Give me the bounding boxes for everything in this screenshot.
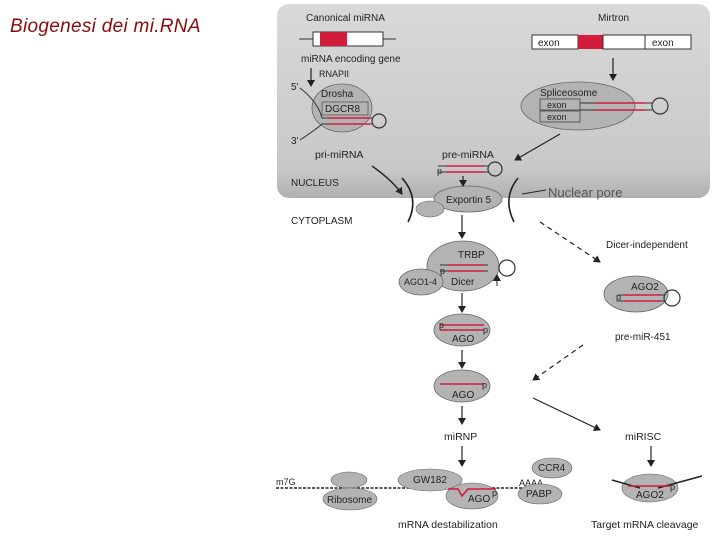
three-prime-label: 3' bbox=[291, 136, 299, 147]
ago2-cleavage-complex bbox=[621, 473, 679, 503]
arrow-ago2-down bbox=[532, 344, 584, 381]
ago2-bottom-label: AGO2 bbox=[636, 490, 664, 501]
ago2-top-label: AGO2 bbox=[631, 282, 659, 293]
spliceosome-exon-2-label: exon bbox=[547, 112, 567, 122]
cytoplasm-label: CYTOPLASM bbox=[291, 216, 353, 227]
ribosome-label: Ribosome bbox=[327, 495, 372, 506]
drosha-complex bbox=[311, 83, 373, 133]
dgcr8-label: DGCR8 bbox=[325, 104, 360, 115]
ago2-complex-top bbox=[603, 275, 669, 313]
pabp-label: PABP bbox=[526, 489, 552, 500]
ccr4-complex bbox=[531, 457, 573, 479]
spliceosome-exon-box-2 bbox=[539, 110, 581, 123]
dicer-independent-label: Dicer-independent bbox=[606, 240, 688, 251]
ran-gtp-blob bbox=[415, 200, 445, 218]
canonical-mirna-label: Canonical miRNA bbox=[306, 13, 385, 24]
p-marker-dicer: p bbox=[440, 266, 445, 276]
target-mrna-cleavage-label: Target mRNA cleavage bbox=[591, 519, 699, 531]
ago-1-label: AGO bbox=[452, 334, 474, 345]
ago-3-label: AGO bbox=[468, 494, 490, 505]
trbp-label: TRBP bbox=[458, 250, 485, 261]
dicer-label: Dicer bbox=[451, 277, 475, 288]
m7g-label: m7G bbox=[276, 477, 296, 487]
pri-mirna-label: pri-miRNA bbox=[315, 149, 363, 161]
mirisc-label: miRISC bbox=[625, 431, 662, 443]
p-marker-ago-2: p bbox=[482, 380, 487, 390]
nuclear-pore-right bbox=[508, 177, 519, 223]
pri-mirna-strand-top bbox=[299, 87, 372, 119]
nucleus-label: NUCLEUS bbox=[291, 178, 339, 189]
rnapii-label: RNAPII bbox=[319, 69, 349, 79]
ago2-loop bbox=[663, 289, 681, 307]
arrow-pri-to-export bbox=[371, 165, 403, 195]
mirtron-intron-red bbox=[578, 35, 603, 49]
mrna-destabilization-label: mRNA destabilization bbox=[398, 519, 498, 531]
pri-mirna-loop bbox=[371, 113, 387, 129]
pabp-complex bbox=[517, 483, 563, 505]
p-marker-ago-3: p bbox=[492, 488, 497, 498]
ccr4-label: CCR4 bbox=[538, 463, 566, 474]
p-marker-ago2-bottom: p bbox=[670, 482, 675, 492]
arrow-dicer-independent bbox=[539, 221, 601, 263]
mirna-target-duplex bbox=[448, 488, 496, 498]
arrow-to-mirisc bbox=[532, 397, 601, 432]
drosha-label: Drosha bbox=[321, 89, 354, 100]
ago-mature-complex bbox=[433, 369, 491, 403]
ago1-4-label: AGO1-4 bbox=[404, 277, 437, 287]
poly-a-label: AAAA bbox=[519, 478, 543, 488]
ago1-4-complex bbox=[398, 268, 444, 296]
ribosome-small bbox=[330, 471, 368, 489]
ribosome-large bbox=[322, 487, 378, 511]
gw182-label: GW182 bbox=[413, 475, 447, 486]
dicer-loop bbox=[498, 259, 516, 277]
p-marker-ago-1a: p bbox=[439, 320, 444, 330]
spliceosome-complex bbox=[520, 81, 636, 131]
nucleus-panel bbox=[277, 4, 710, 198]
mirtron-intron-white bbox=[602, 34, 646, 50]
p-marker-pre: p bbox=[437, 166, 442, 176]
pre-mir-451-label: pre-miR-451 bbox=[615, 332, 671, 343]
pre-mirna-label: pre-miRNA bbox=[442, 149, 494, 161]
nuclear-pore-pointer bbox=[521, 189, 547, 195]
mirtron-exon-right-label: exon bbox=[652, 38, 674, 49]
mirtron-exon-right bbox=[644, 34, 692, 50]
mirtron-label: Mirtron bbox=[598, 13, 629, 24]
pri-mirna-strand-bottom bbox=[299, 123, 372, 141]
p-marker-ago2-top: p bbox=[616, 292, 621, 302]
slide-title: Biogenesi dei mi.RNA bbox=[10, 16, 201, 37]
nuclear-pore-left bbox=[401, 177, 414, 223]
mirtron-exon-left-label: exon bbox=[538, 38, 560, 49]
spliceosome-exon-1-label: exon bbox=[547, 100, 567, 110]
arrow-mirtron-to-pre-mirna bbox=[514, 133, 561, 161]
gw182-complex bbox=[397, 468, 463, 492]
exportin5-complex bbox=[433, 185, 503, 213]
nuclear-pore-label: Nuclear pore bbox=[548, 185, 622, 200]
canonical-gene-mirna-region bbox=[320, 32, 347, 46]
spliceosome-label: Spliceosome bbox=[540, 88, 598, 99]
p-marker-ago-1b: p bbox=[483, 325, 488, 335]
pre-mirna-loop bbox=[487, 161, 503, 177]
spliceosome-exon-box-1 bbox=[539, 98, 581, 111]
five-prime-label: 5' bbox=[291, 82, 299, 93]
mirnp-label: miRNP bbox=[444, 431, 477, 443]
mirtron-loop bbox=[651, 97, 669, 115]
exportin5-label: Exportin 5 bbox=[446, 195, 491, 206]
dgcr8-box bbox=[321, 101, 369, 116]
ago-2-label: AGO bbox=[452, 390, 474, 401]
mirna-encoding-gene-label: miRNA encoding gene bbox=[301, 54, 401, 65]
